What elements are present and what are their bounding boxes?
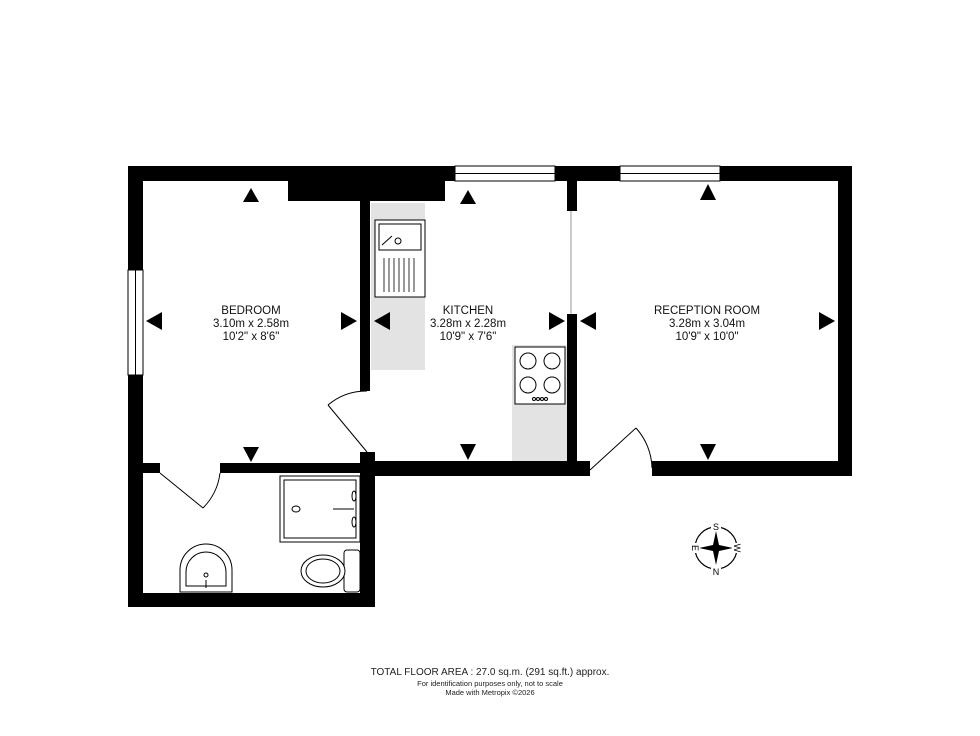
- total-floor-area: TOTAL FLOOR AREA : 27.0 sq.m. (291 sq.ft…: [371, 667, 610, 678]
- room-label-kitchen: KITCHEN 3.28m x 2.28m 10'9" x 7'6": [430, 305, 506, 343]
- door: [327, 390, 368, 453]
- shower-tray-icon: [279, 475, 361, 543]
- door: [159, 472, 221, 509]
- window: [127, 269, 144, 376]
- svg-text:3.10m x 2.58m: 3.10m x 2.58m: [213, 318, 289, 330]
- window: [454, 165, 556, 182]
- disclaimer: For identification purposes only, not to…: [417, 679, 563, 688]
- svg-text:10'9" x 7'6": 10'9" x 7'6": [440, 331, 497, 343]
- svg-text:N: N: [713, 567, 720, 577]
- walls: [128, 166, 852, 607]
- dimension-arrows: [146, 184, 835, 462]
- svg-text:10'2" x 8'6": 10'2" x 8'6": [223, 331, 280, 343]
- kitchen-sink-icon: [374, 219, 426, 298]
- basin-icon: [179, 543, 233, 593]
- window: [619, 165, 721, 182]
- room-label-reception: RECEPTION ROOM 3.28m x 3.04m 10'9" x 10'…: [654, 305, 760, 343]
- svg-text:3.28m x 3.04m: 3.28m x 3.04m: [669, 318, 745, 330]
- credit: Made with Metropix ©2026: [445, 688, 534, 697]
- svg-text:KITCHEN: KITCHEN: [443, 305, 493, 317]
- toilet-icon: [300, 549, 361, 593]
- room-label-bedroom: BEDROOM 3.10m x 2.58m 10'2" x 8'6": [213, 305, 289, 343]
- svg-text:BEDROOM: BEDROOM: [221, 305, 280, 317]
- svg-text:3.28m x 2.28m: 3.28m x 2.28m: [430, 318, 506, 330]
- compass-icon: S N E W: [690, 521, 742, 577]
- svg-text:E: E: [690, 545, 700, 551]
- hob-icon: [514, 346, 566, 405]
- svg-text:RECEPTION ROOM: RECEPTION ROOM: [654, 305, 760, 317]
- svg-text:W: W: [732, 544, 742, 553]
- svg-text:10'9" x 10'0": 10'9" x 10'0": [675, 331, 738, 343]
- door: [589, 427, 653, 471]
- svg-text:S: S: [713, 522, 719, 532]
